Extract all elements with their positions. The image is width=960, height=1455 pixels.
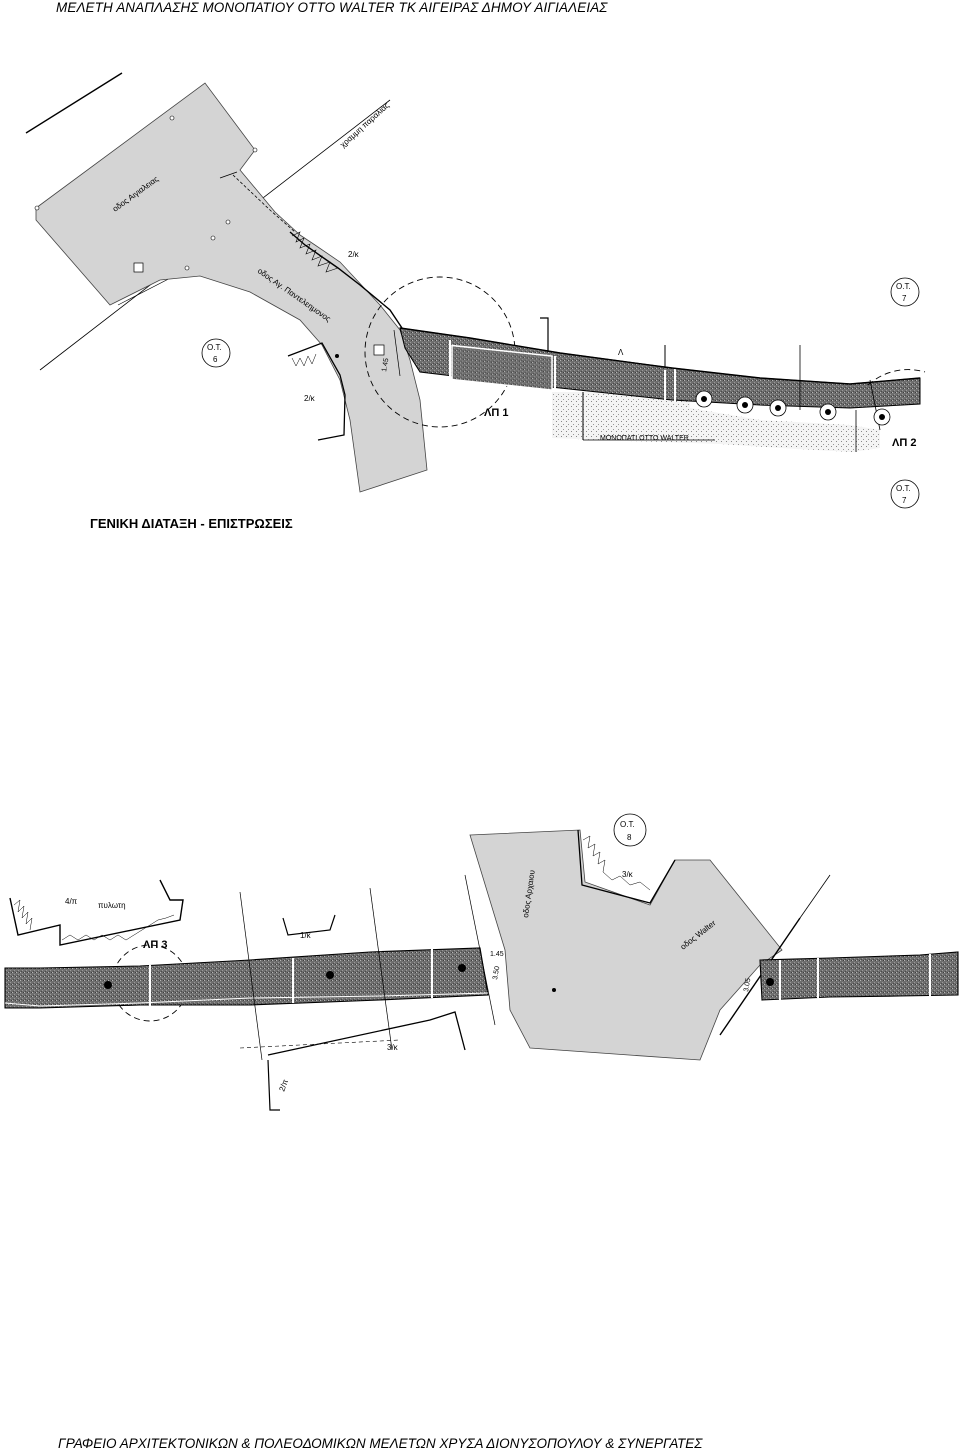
svg-text:Ο.Τ.: Ο.Τ.: [620, 820, 635, 829]
floors-label: 2/κ: [304, 394, 316, 403]
dimension-label: 1.45: [490, 951, 504, 958]
tree-icon: [769, 399, 787, 417]
street-area-aigialeias: [35, 82, 428, 493]
lambda-label: Λ: [618, 348, 624, 357]
svg-text:8: 8: [627, 833, 632, 842]
property-line: [232, 174, 296, 233]
svg-text:6: 6: [213, 355, 218, 364]
detail-label-lp3: ΛΠ 3: [143, 939, 167, 951]
dimension-label: 1.45: [381, 358, 390, 373]
page-header-title: ΜΕΛΕΤΗ ΑΝΑΠΛΑΣΗΣ ΜΟΝΟΠΑΤΙΟΥ ΟΤΤΟ WALTER …: [56, 0, 608, 15]
path-name-label: ΜΟΝΟΠΑΤΙ ΟΤΤΟ WALTER: [600, 435, 689, 442]
path-paving-bottom-right: [759, 951, 959, 1001]
block-marker-ot6: Ο.Τ. 6: [201, 338, 231, 368]
floors-label: 2/κ: [348, 250, 360, 259]
pilotis-label: πυλωτη: [98, 901, 126, 910]
planted-area: [552, 392, 880, 452]
tree-icon: [695, 390, 713, 408]
tree-icon: [736, 396, 754, 414]
floors-label: 4/π: [65, 897, 78, 906]
floors-label: 3/κ: [622, 870, 634, 879]
svg-text:7: 7: [902, 294, 907, 303]
block-marker-ot7: Ο.Τ. 7: [890, 277, 920, 307]
svg-text:7: 7: [902, 496, 907, 505]
coast-edge-line: [25, 72, 123, 134]
page-footer: ΓΡΑΦΕΙΟ ΑΡΧΙΤΕΚΤΟΝΙΚΩΝ & ΠΟΛΕΟΔΟΜΙΚΩΝ ΜΕ…: [58, 1436, 703, 1451]
dimension-label: 3.05: [743, 978, 752, 993]
block-marker-ot7: Ο.Τ. 7: [890, 479, 920, 509]
floors-label: 1/κ: [300, 931, 312, 940]
svg-text:Ο.Τ.: Ο.Τ.: [896, 484, 911, 493]
top-plan: οδος Αιγιαλειας οδος Αγ. Παντελεημονος χ…: [25, 72, 926, 509]
building-edge: [289, 231, 403, 329]
detail-label-lp2: ΛΠ 2: [892, 437, 916, 449]
svg-text:Ο.Τ.: Ο.Τ.: [896, 282, 911, 291]
bottom-plan: 4/π πυλωτη 1/κ ΛΠ 3 3/κ 2/π 3/κ οδος Αρχ…: [4, 813, 959, 1111]
svg-text:Ο.Τ.: Ο.Τ.: [207, 343, 222, 352]
building-edge: [9, 879, 184, 946]
street-area-archaiou-walter: [469, 829, 783, 1061]
property-line: [219, 171, 238, 179]
block-marker-ot8: Ο.Τ. 8: [613, 813, 647, 847]
tree-icon: [819, 403, 837, 421]
coast-line-label: χραμμη παραλιας: [338, 101, 391, 150]
floors-label: 3/κ: [387, 1043, 399, 1052]
dimension-label: 3.50: [492, 966, 501, 981]
tree-icon: [873, 408, 891, 426]
floors-label: 2/π: [277, 1078, 290, 1093]
detail-label-lp1: ΛΠ 1: [484, 407, 508, 419]
plan-title: ΓΕΝΙΚΗ ΔΙΑΤΑΞΗ - ΕΠΙΣΤΡΩΣΕΙΣ: [90, 516, 293, 531]
path-paving-bottom-left: [4, 947, 489, 1009]
